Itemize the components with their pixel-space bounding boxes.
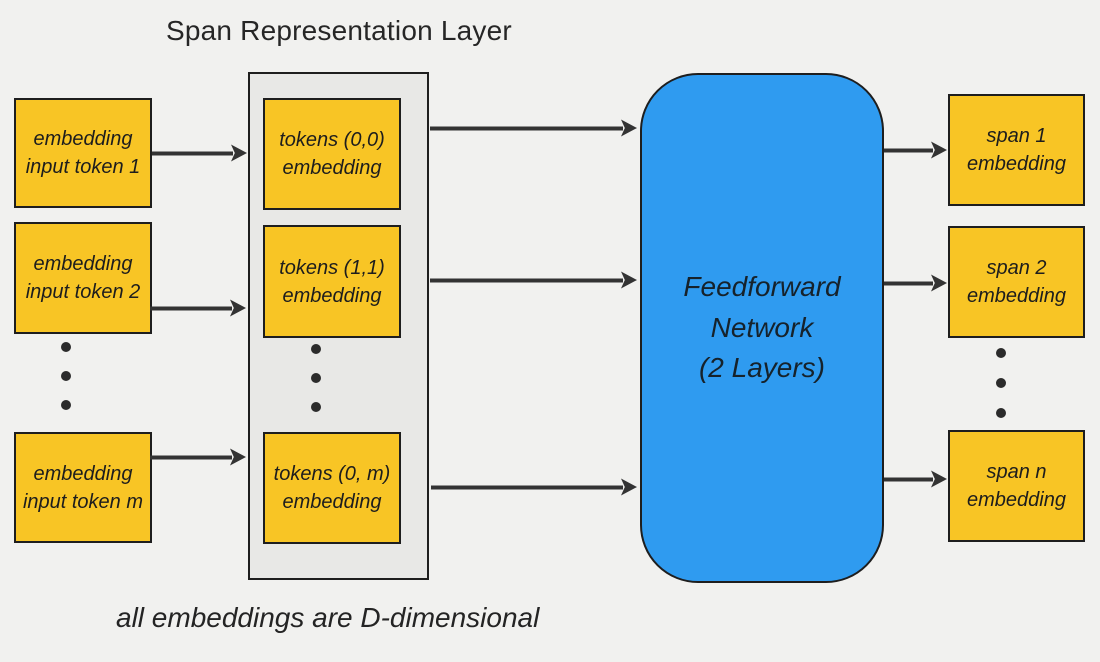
span-n-embedding-node: span n embedding [948,430,1085,542]
dot [61,400,71,410]
input-vertical-ellipsis [61,342,71,410]
arrowhead-icon [931,274,947,292]
input-token-m-node: embedding input token m [14,432,152,543]
arrow-tokens11-to-network [430,271,637,289]
arrowhead-icon [621,271,637,289]
arrow-tokens00-to-network [430,119,637,137]
span-layer-vertical-ellipsis [311,344,321,412]
tokens-11-node: tokens (1,1) embedding [263,225,401,338]
dot [996,378,1006,388]
dot [311,373,321,383]
dot [996,348,1006,358]
span-1-embedding-node: span 1 embedding [948,94,1085,206]
arrowhead-icon [230,299,246,317]
arrow-network-to-span2 [884,274,947,292]
arrowhead-icon [230,448,246,466]
dimension-caption: all embeddings are D-dimensional [116,602,540,633]
feedforward-network-node: Feedforward Network (2 Layers) [640,73,884,583]
span-2-embedding-node: span 2 embedding [948,226,1085,338]
dot [311,344,321,354]
arrow-input1-to-tokens00 [152,144,247,162]
tokens-0m-node: tokens (0, m) embedding [263,432,401,544]
arrow-network-to-span1 [884,141,947,159]
arrowhead-icon [931,141,947,159]
arrow-inputm-to-tokens0m [150,448,246,466]
tokens-00-node: tokens (0,0) embedding [263,98,401,210]
arrowhead-icon [621,119,637,137]
arrow-input2-to-tokens11 [150,299,246,317]
arrow-tokens0m-to-network [431,478,637,496]
span-layer-title: Span Representation Layer [166,15,512,46]
arrowhead-icon [231,144,247,162]
arrow-network-to-spann [884,470,947,488]
arrowhead-icon [931,470,947,488]
dot [996,408,1006,418]
input-token-2-node: embedding input token 2 [14,222,152,334]
dot [61,342,71,352]
output-vertical-ellipsis [996,348,1006,418]
input-token-1-node: embedding input token 1 [14,98,152,208]
dot [311,402,321,412]
dot [61,371,71,381]
arrowhead-icon [621,478,637,496]
